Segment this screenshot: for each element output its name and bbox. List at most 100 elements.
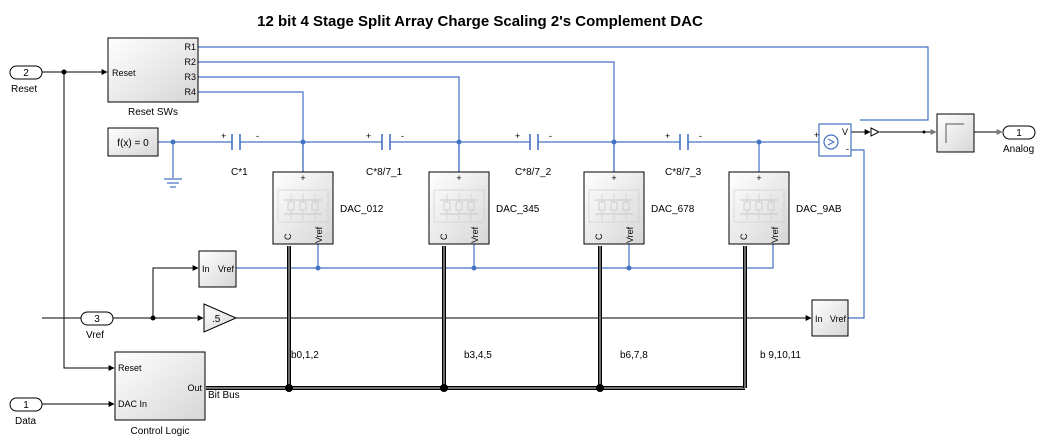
cap-plus-label: + — [221, 131, 226, 141]
conv-in-label: In — [202, 264, 210, 274]
sensor-v: V — [842, 127, 848, 137]
port-label-r1: R1 — [184, 42, 196, 52]
dac-vref-port: Vref — [770, 226, 780, 243]
dac-plus-port: + — [300, 173, 305, 183]
dac-vref-port: Vref — [470, 226, 480, 243]
dac-plus-port: + — [611, 173, 616, 183]
cap-minus-label: - — [401, 131, 404, 141]
junction-dot — [315, 265, 321, 271]
bus-junction-dot — [596, 384, 604, 392]
bits-label-3: b6,7,8 — [620, 350, 648, 361]
cap-label-1: C*1 — [231, 167, 248, 178]
voltage-sensor-block[interactable]: + - V — [814, 123, 852, 157]
output-filter-block[interactable] — [936, 113, 975, 153]
port-number: 1 — [23, 400, 29, 411]
wire-vref-conv — [152, 265, 199, 318]
dac-label-9ab: DAC_9AB — [796, 204, 842, 215]
junction-dot — [611, 139, 617, 145]
junction-dot — [300, 139, 306, 145]
junction-dot — [471, 265, 477, 271]
port-label-vref: Vref — [86, 330, 104, 341]
cap-label-4: C*8/7_3 — [665, 167, 702, 178]
port-label-data: Data — [15, 416, 37, 427]
wire-r2 — [198, 61, 615, 172]
bits-label-1: b0,1,2 — [291, 350, 319, 361]
port-number: 3 — [94, 314, 100, 325]
gain-block[interactable]: .5 — [203, 303, 238, 333]
reset-sws-label: Reset SWs — [128, 107, 178, 118]
reset-sws-block[interactable]: Reset R1 R2 R3 R4 — [107, 37, 199, 103]
control-logic-block[interactable]: Reset DAC In Out — [114, 351, 206, 421]
junction-dot — [61, 69, 67, 75]
port-number: 1 — [1016, 128, 1022, 139]
junction-dot — [922, 130, 926, 134]
dac-label-012: DAC_012 — [340, 204, 384, 215]
port-label-r4: R4 — [184, 87, 196, 97]
bits-label-2: b3,4,5 — [464, 350, 492, 361]
dac-block-345[interactable]: + C Vref — [428, 171, 490, 245]
dac-block-678[interactable]: + C Vref — [583, 171, 645, 245]
dac-block-9ab[interactable]: + C Vref — [728, 171, 790, 245]
dac-vref-port: Vref — [314, 226, 324, 243]
junction-dot — [456, 139, 462, 145]
dac-c-port: C — [594, 233, 604, 240]
capacitor-3[interactable]: + - — [515, 131, 552, 150]
junction-dot — [626, 265, 632, 271]
cap-label-3: C*8/7_2 — [515, 167, 552, 178]
capacitor-2[interactable]: + - — [366, 131, 404, 150]
outport-analog[interactable]: 1 — [1002, 125, 1036, 140]
cap-plus-label: + — [515, 131, 520, 141]
port-label-reset: Reset — [11, 84, 37, 95]
junction-dot — [170, 139, 176, 145]
cap-minus-label: - — [256, 131, 259, 141]
port-label-in: Reset — [112, 68, 136, 78]
bit-bus-label: Bit Bus — [208, 390, 240, 401]
control-logic-label: Control Logic — [131, 426, 190, 437]
cap-minus-label: - — [549, 131, 552, 141]
cap-minus-label: - — [699, 131, 702, 141]
port-label-r2: R2 — [184, 57, 196, 67]
port-label-r3: R3 — [184, 72, 196, 82]
cap-plus-label: + — [665, 131, 670, 141]
vref-converter-block-1[interactable]: In Vref — [198, 250, 237, 288]
dac-c-port: C — [283, 233, 293, 240]
dac-block-012[interactable]: + C Vref — [272, 171, 334, 245]
dac-c-port: C — [439, 233, 449, 240]
converter-arrow-icon — [870, 127, 881, 137]
wire-vref-bus — [236, 244, 774, 269]
bits-label-4: b 9,10,11 — [760, 350, 801, 361]
capacitor-1[interactable]: + - — [221, 131, 259, 150]
conv-out-label: Vref — [218, 264, 235, 274]
wire-r3 — [198, 76, 460, 172]
solver-text: f(x) = 0 — [117, 138, 149, 149]
solver-config-block[interactable]: f(x) = 0 — [107, 127, 159, 157]
port-label-reset: Reset — [118, 363, 142, 373]
diagram-title: 12 bit 4 Stage Split Array Charge Scalin… — [257, 13, 703, 30]
dac-label-678: DAC_678 — [651, 204, 695, 215]
inport-reset[interactable]: 2 — [9, 65, 43, 80]
dac-c-port: C — [739, 233, 749, 240]
port-label-out: Out — [187, 383, 202, 393]
sensor-arrow-icon — [827, 138, 836, 146]
dac-plus-port: + — [756, 173, 761, 183]
wire-reset-control — [63, 72, 115, 371]
cap-label-2: C*8/7_1 — [366, 167, 403, 178]
junction-dot — [150, 315, 156, 321]
wire-r4 — [198, 91, 304, 172]
dac-vref-port: Vref — [625, 226, 635, 243]
inport-vref[interactable]: 3 — [80, 311, 114, 326]
gain-value: .5 — [212, 314, 221, 325]
bus-junction-dot — [440, 384, 448, 392]
ground-icon — [164, 178, 182, 188]
wire-vref-sensor — [848, 149, 865, 319]
capacitor-4[interactable]: + - — [665, 131, 702, 150]
sensor-plus: + — [814, 130, 819, 140]
vref-converter-block-2[interactable]: In Vref — [811, 299, 849, 337]
port-label-dac-in: DAC In — [118, 399, 147, 409]
dac-plus-port: + — [456, 173, 461, 183]
inport-data[interactable]: 1 — [9, 397, 43, 412]
conv-in-label: In — [815, 314, 823, 324]
step-icon — [945, 123, 964, 143]
wire-r1 — [198, 46, 929, 121]
